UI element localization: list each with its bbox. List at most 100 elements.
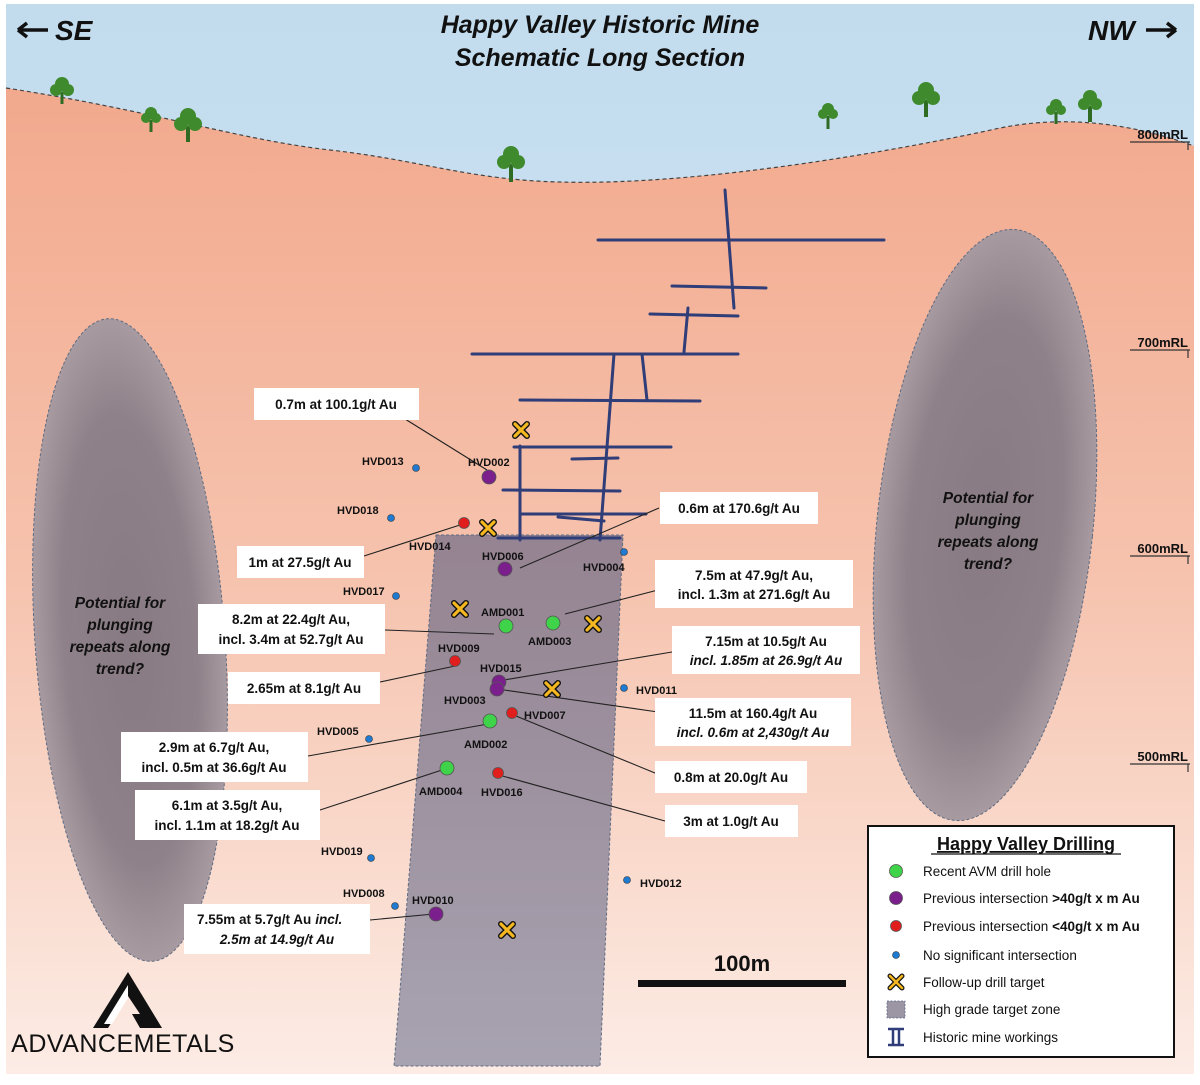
follow-up-target-icon: [451, 600, 469, 618]
previous-high-icon: [889, 891, 903, 905]
follow-up-target-icon: [584, 615, 602, 633]
follow-up-target-icon: [543, 680, 561, 698]
callout-text: incl. 1.85m at 26.9g/t Au: [690, 653, 843, 668]
drill-hole-amd004: [439, 760, 455, 776]
callout-text: 0.8m at 20.0g/t Au: [674, 770, 788, 785]
hole-labels: HVD013 HVD002 HVD018 HVD014 HVD006 HVD00…: [317, 456, 682, 907]
callout-text: 2.65m at 8.1g/t Au: [247, 681, 361, 696]
hole-label: HVD012: [640, 878, 682, 890]
callout-text: 7.5m at 47.9g/t Au,: [695, 568, 813, 583]
drill-hole-hvd014: [458, 517, 470, 529]
potential-right-line1: Potential for: [943, 490, 1034, 507]
potential-right-line3: repeats along: [938, 534, 1039, 551]
follow-up-target-icon: [498, 921, 516, 939]
hole-label: HVD006: [482, 551, 524, 563]
hole-label: HVD016: [481, 787, 523, 799]
legend-label: Recent AVM drill hole: [923, 864, 1051, 879]
callout-box: 11.5m at 160.4g/t Au incl. 0.6m at 2,430…: [655, 698, 851, 746]
tree-icon: [818, 103, 838, 129]
hole-label: HVD007: [524, 710, 566, 722]
drill-hole-hvd008: [391, 902, 399, 910]
callout-text: 2.9m at 6.7g/t Au,: [159, 740, 270, 755]
potential-zone-right: [872, 228, 1098, 822]
callout-text: 0.7m at 100.1g/t Au: [275, 397, 397, 412]
callout-text: 7.15m at 10.5g/t Au: [705, 634, 827, 649]
hole-label: AMD004: [419, 786, 463, 798]
drill-hole-hvd017: [392, 592, 400, 600]
legend-item-prev-low: Previous intersection <40g/t x m Au: [890, 919, 1140, 934]
figure-title-line1: Happy Valley Historic Mine: [441, 11, 760, 39]
hole-label: HVD004: [583, 562, 625, 574]
workings-icon: [888, 1027, 904, 1047]
legend-title: Happy Valley Drilling: [937, 834, 1115, 854]
legend-label: Previous intersection <40g/t x m Au: [923, 919, 1140, 934]
tree-icon: [50, 77, 74, 104]
direction-nw: NW: [1088, 15, 1178, 46]
legend-label: No significant intersection: [923, 948, 1077, 963]
tree-icon: [1078, 90, 1102, 122]
drill-hole-amd001: [498, 618, 514, 634]
hole-label: AMD002: [464, 739, 507, 751]
tree-icon: [1046, 99, 1066, 124]
callout-text: 8.2m at 22.4g/t Au,: [232, 612, 350, 627]
surface-line: [5, 87, 1195, 183]
drill-hole-hvd019: [367, 854, 375, 862]
follow-up-target-icon: [479, 519, 497, 537]
no-significant-icon: [892, 951, 900, 959]
callout-text: 1m at 27.5g/t Au: [248, 555, 351, 570]
follow-up-target-icon: [512, 421, 530, 439]
callout-box: 0.7m at 100.1g/t Au: [254, 388, 419, 420]
hole-label: HVD003: [444, 695, 486, 707]
hole-label: HVD018: [337, 505, 379, 517]
drill-hole-hvd007: [506, 707, 518, 719]
callout-box: 1m at 27.5g/t Au: [237, 546, 364, 578]
callout-text: incl. 0.6m at 2,430g/t Au: [677, 725, 830, 740]
legend-item-recent: Recent AVM drill hole: [889, 864, 1051, 879]
hole-label: HVD013: [362, 456, 404, 468]
drill-hole-hvd009: [449, 655, 461, 667]
historic-mine-workings: [470, 188, 886, 542]
direction-se: SE: [16, 15, 94, 46]
callout-box: 0.8m at 20.0g/t Au: [655, 761, 807, 793]
hole-label: AMD003: [528, 636, 571, 648]
arrow-left-icon: [16, 21, 48, 39]
hole-label: HVD014: [409, 541, 451, 553]
previous-low-icon: [890, 920, 902, 932]
callout-text: incl. 1.3m at 271.6g/t Au: [678, 587, 831, 602]
level-markers: [1130, 141, 1190, 772]
scale-bar: 100m: [638, 951, 846, 987]
callout-box: 7.15m at 10.5g/t Au incl. 1.85m at 26.9g…: [672, 626, 860, 674]
direction-se-label: SE: [55, 15, 94, 46]
drill-hole-hvd012: [623, 876, 631, 884]
callout-text: incl. 1.1m at 18.2g/t Au: [154, 818, 299, 833]
drill-hole-hvd003: [489, 681, 505, 697]
callout-box: 2.65m at 8.1g/t Au: [228, 672, 380, 704]
high-grade-target-zone: [393, 534, 624, 1067]
callout-text: incl. 0.5m at 36.6g/t Au: [141, 760, 286, 775]
hole-label: HVD002: [468, 457, 510, 469]
callout-text: 2.5m at 14.9g/t Au: [219, 932, 335, 947]
potential-right-line2: plunging: [954, 512, 1021, 529]
target-cross-icon: [887, 973, 905, 991]
callout-box: 2.9m at 6.7g/t Au, incl. 0.5m at 36.6g/t…: [121, 732, 308, 782]
legend-label: High grade target zone: [923, 1002, 1060, 1017]
callout-box: 0.6m at 170.6g/t Au: [660, 492, 818, 524]
drill-hole-amd003: [545, 615, 561, 631]
callout-box: 3m at 1.0g/t Au: [665, 805, 798, 837]
legend: Happy Valley Drilling Recent AVM drill h…: [867, 825, 1175, 1058]
hole-label: HVD010: [412, 895, 454, 907]
legend-item-zone: High grade target zone: [886, 1000, 1060, 1019]
callout-box: 7.5m at 47.9g/t Au, incl. 1.3m at 271.6g…: [655, 560, 853, 608]
drill-holes: [365, 464, 631, 922]
callout-text: 11.5m at 160.4g/t Au: [689, 706, 818, 721]
legend-item-prev-high: Previous intersection >40g/t x m Au: [889, 891, 1140, 906]
tree-icon: [141, 107, 161, 132]
zone-swatch-icon: [886, 1000, 906, 1019]
tree-icon: [174, 108, 202, 142]
drill-hole-hvd011: [620, 684, 628, 692]
tree-icon: [912, 82, 940, 117]
callout-text: incl. 3.4m at 52.7g/t Au: [218, 632, 363, 647]
level-500: 500mRL: [1137, 749, 1188, 764]
figure-title-line2: Schematic Long Section: [455, 44, 745, 72]
